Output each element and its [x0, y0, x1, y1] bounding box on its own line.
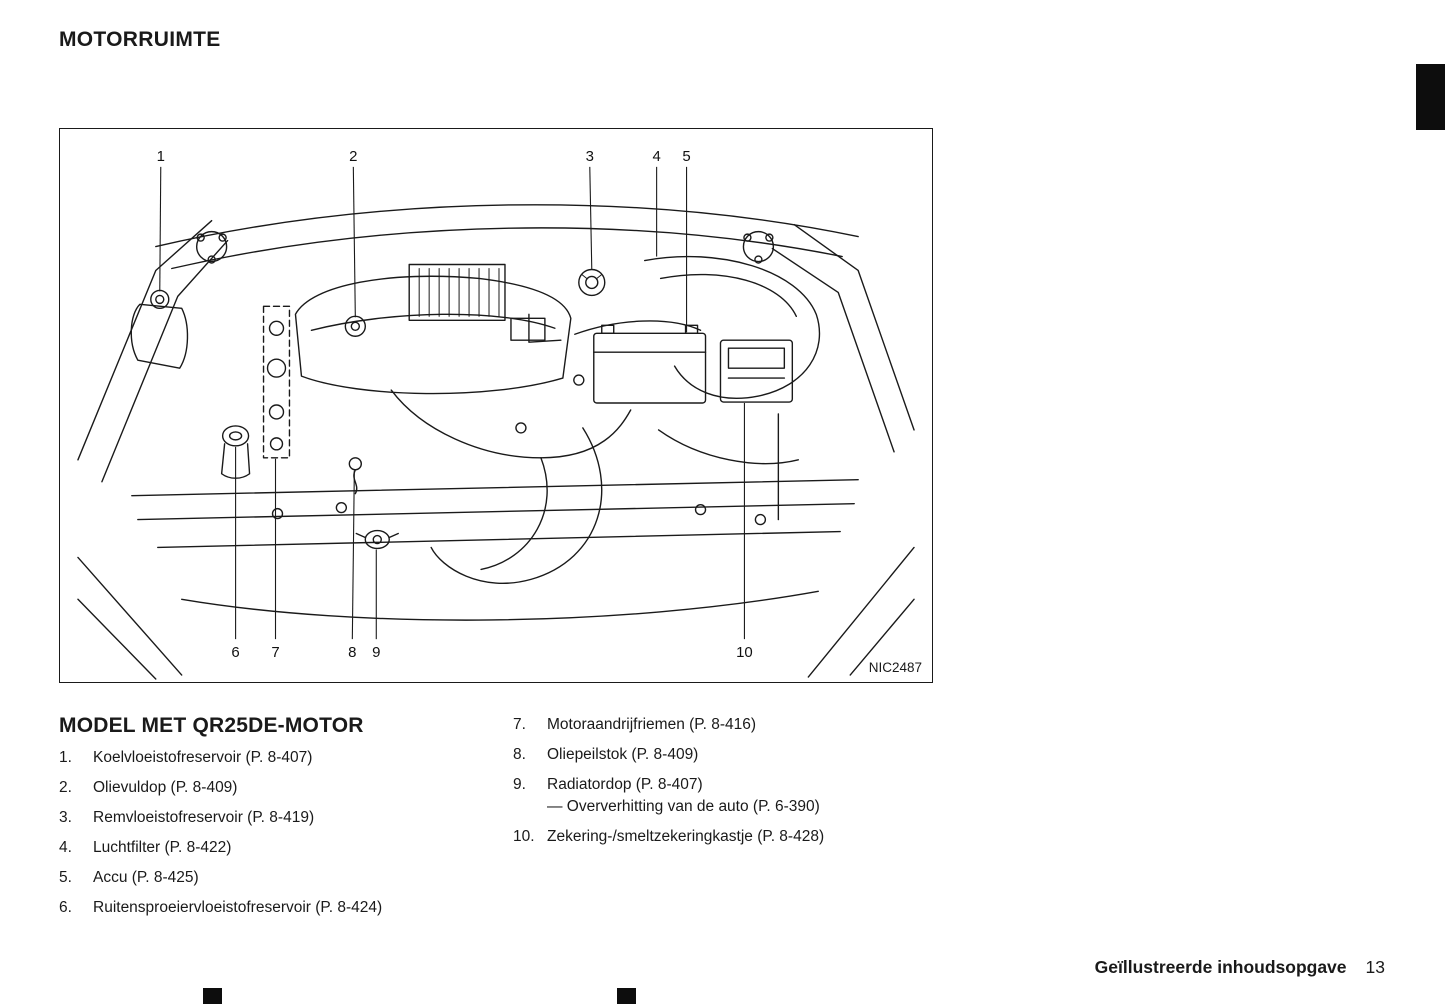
legend-item-text: Remvloeistofreservoir (P. 8-419) — [93, 809, 315, 826]
legend-item: 1. Koelvloeistofreservoir (P. 8-407) — [59, 749, 499, 766]
callout-4: 4 — [652, 148, 660, 165]
legend-item: 6. Ruitensproeiervloeistofreservoir (P. … — [59, 899, 499, 916]
fuse-box-drawing — [719, 339, 794, 403]
callout-labels: 1 2 3 4 5 6 7 8 9 10 — [157, 148, 753, 661]
legend-item-number: 7. — [513, 716, 526, 733]
engine-cover-drawing — [294, 275, 702, 395]
legend-item-number: 4. — [59, 839, 72, 856]
legend-item-number: 10. — [513, 828, 535, 845]
legend-item: 4. Luchtfilter (P. 8-422) — [59, 839, 499, 856]
callout-9: 9 — [372, 644, 380, 661]
footer-page-number: 13 — [1365, 957, 1385, 977]
legend-item-subtext: — Oververhitting van de auto (P. 6-390) — [547, 798, 820, 815]
callout-3: 3 — [586, 148, 594, 165]
section-edge-tab — [1416, 64, 1445, 130]
callout-10: 10 — [736, 644, 753, 661]
callout-leader-lines — [159, 166, 745, 640]
legend-item-number: 9. — [513, 776, 526, 793]
legend-item-number: 1. — [59, 749, 72, 766]
legend-item-text: Radiatordop (P. 8-407) — [547, 776, 703, 793]
legend-item: 3. Remvloeistofreservoir (P. 8-419) — [59, 809, 499, 826]
legend-item-text: Olievuldop (P. 8-409) — [93, 779, 238, 796]
callout-2: 2 — [349, 148, 357, 165]
callout-8: 8 — [348, 644, 356, 661]
callout-6: 6 — [231, 644, 239, 661]
hoses-misc-drawing — [271, 374, 800, 584]
brake-reservoir-drawing — [578, 268, 606, 297]
legend-item-text: Koelvloeistofreservoir (P. 8-407) — [93, 749, 313, 766]
callout-1: 1 — [157, 148, 165, 165]
oil-filler-cap-drawing — [344, 315, 366, 337]
legend-item-text: Zekering-/smeltzekeringkastje (P. 8-428) — [547, 828, 825, 845]
callout-5: 5 — [682, 148, 690, 165]
legend-heading: MODEL MET QR25DE-MOTOR — [59, 714, 364, 737]
legend-item: 9. Radiatordop (P. 8-407) — [513, 776, 943, 793]
legend-item-text: Luchtfilter (P. 8-422) — [93, 839, 232, 856]
legend-item: 5. Accu (P. 8-425) — [59, 869, 499, 886]
footer-section-label: Geïllustreerde inhoudsopgave — [1094, 957, 1347, 977]
legend-item: 7. Motoraandrijfriemen (P. 8-416) — [513, 716, 943, 733]
legend-item-number: 5. — [59, 869, 72, 886]
callout-7: 7 — [271, 644, 279, 661]
legend-item-number: 6. — [59, 899, 72, 916]
legend-item-number: 2. — [59, 779, 72, 796]
legend-item-number: 3. — [59, 809, 72, 826]
body-outline-drawing — [77, 204, 915, 680]
strut-tower-drawing — [195, 230, 775, 264]
figure-code: NIC2487 — [868, 660, 922, 675]
air-duct-drawing — [643, 255, 821, 399]
print-registration-mark — [617, 988, 636, 1004]
engine-bay-line-art: 1 2 3 4 5 6 7 8 9 10 — [77, 148, 915, 680]
engine-line-art — [77, 204, 915, 680]
drive-belt-drawing — [262, 305, 291, 459]
engine-compartment-figure: 1 2 3 4 5 6 7 8 9 10 NIC2487 — [59, 128, 933, 683]
dipstick-drawing — [348, 457, 363, 495]
legend-right-column: 7. Motoraandrijfriemen (P. 8-416) 8. Oli… — [513, 716, 943, 858]
legend-item-number: 8. — [513, 746, 526, 763]
legend-item-text: Motoraandrijfriemen (P. 8-416) — [547, 716, 757, 733]
coolant-reservoir-drawing — [130, 289, 189, 369]
battery-drawing — [593, 324, 707, 404]
page-title: MOTORRUIMTE — [59, 28, 221, 51]
print-registration-mark — [203, 988, 222, 1004]
legend-item: 10. Zekering-/smeltzekeringkastje (P. 8-… — [513, 828, 943, 845]
legend-item-text: Accu (P. 8-425) — [93, 869, 199, 886]
legend-item: 8. Oliepeilstok (P. 8-409) — [513, 746, 943, 763]
radiator-cap-drawing — [355, 529, 399, 550]
legend-left-column: 1. Koelvloeistofreservoir (P. 8-407) 2. … — [59, 749, 499, 929]
legend-item: 2. Olievuldop (P. 8-409) — [59, 779, 499, 796]
legend-item-text: Oliepeilstok (P. 8-409) — [547, 746, 699, 763]
legend-item-text: Ruitensproeiervloeistofreservoir (P. 8-4… — [93, 899, 383, 916]
page-footer: Geïllustreerde inhoudsopgave 13 — [1095, 957, 1385, 978]
air-box-drawing — [408, 263, 506, 322]
